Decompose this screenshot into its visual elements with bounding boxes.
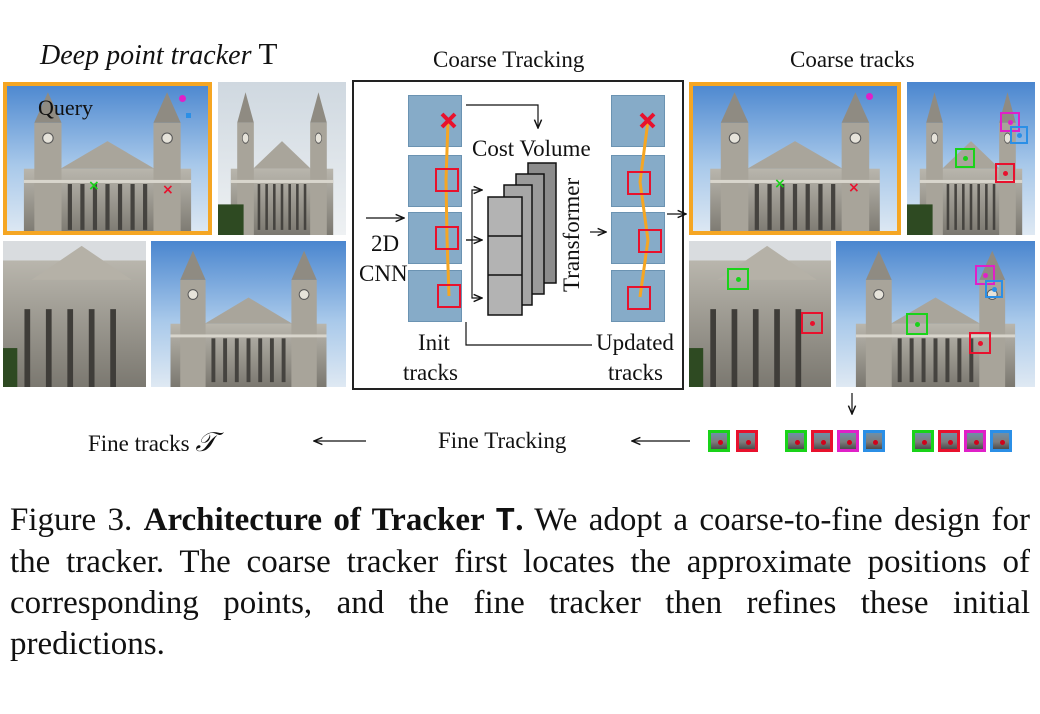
figure-title-text: Deep point tracker <box>40 40 259 71</box>
caption-prefix: Figure 3. <box>10 502 144 538</box>
query-point-magenta <box>179 95 186 102</box>
init-track-patch-1 <box>408 95 462 147</box>
init-tracks-line1: Init <box>418 330 450 355</box>
coarse-box-red-4 <box>969 332 991 354</box>
query-point-red: × <box>162 182 174 198</box>
updated-box-4 <box>627 286 651 310</box>
init-box-3 <box>435 226 459 250</box>
skip-connection <box>465 322 592 346</box>
caption-bold: Architecture of Tracker <box>143 502 496 538</box>
coarse-box-red-3 <box>801 312 823 334</box>
caption-bold-mono: T <box>495 503 516 540</box>
fine-tracks-symbol: 𝒯 <box>195 427 216 457</box>
input-image-4 <box>151 241 346 387</box>
coarse-query-point-magenta <box>866 93 873 100</box>
fine-crop-magenta-2 <box>837 430 859 452</box>
coarse-tracks-heading: Coarse tracks <box>790 47 915 72</box>
transformer-label: Transformer <box>559 177 584 292</box>
query-point-blue <box>186 113 191 118</box>
branch-arrow-1 <box>466 190 482 241</box>
caption-text: We adopt a coarse-to-fine design for the… <box>10 502 1030 662</box>
cost-volume-stack <box>487 162 557 316</box>
fine-tracks-label: Fine tracks 𝒯 <box>88 429 216 456</box>
fine-crop-red-3 <box>938 430 960 452</box>
init-track-line <box>444 120 451 297</box>
updated-track-patch-4 <box>611 270 665 322</box>
updated-tracks-line2: tracks <box>608 360 663 385</box>
init-box-4 <box>437 284 461 308</box>
fine-crop-red-1 <box>736 430 758 452</box>
fine-crop-magenta-3 <box>964 430 986 452</box>
query-point-green: × <box>88 178 100 194</box>
coarse-box-red-2 <box>995 163 1015 183</box>
fine-crop-green-2 <box>785 430 807 452</box>
coarse-box-blue-4 <box>985 280 1003 298</box>
fine-tracks-text: Fine tracks <box>88 431 196 456</box>
updated-track-patch-1 <box>611 95 665 147</box>
query-x-right <box>639 112 656 129</box>
query-label: Query <box>38 95 93 120</box>
fine-crop-red-2 <box>811 430 833 452</box>
input-image-2 <box>218 82 346 235</box>
fine-crop-blue-2 <box>863 430 885 452</box>
fine-crop-green-3 <box>912 430 934 452</box>
init-box-2 <box>435 168 459 192</box>
coarse-query-image <box>689 82 901 235</box>
figure-title: Deep point tracker T <box>40 38 277 70</box>
fine-tracking-label: Fine Tracking <box>438 428 567 453</box>
query-x-left <box>440 112 457 129</box>
coarse-box-green-3 <box>727 268 749 290</box>
input-image-3 <box>3 241 146 387</box>
updated-track-patch-2 <box>611 155 665 207</box>
init-tracks-line2: tracks <box>403 360 458 385</box>
init-track-patch-4 <box>408 270 462 322</box>
coarse-box-blue-2 <box>1010 126 1028 144</box>
fine-crop-blue-3 <box>990 430 1012 452</box>
query-image <box>3 82 212 235</box>
updated-tracks-line1: Updated <box>596 330 674 355</box>
coarse-box-green-4 <box>906 313 928 335</box>
cost-volume-label: Cost Volume <box>472 136 591 161</box>
coarse-tracking-heading: Coarse Tracking <box>433 47 585 72</box>
updated-track-line <box>638 120 650 298</box>
fine-crop-green-1 <box>708 430 730 452</box>
caption-bold-end: . <box>515 502 524 538</box>
cnn-label-line2: CNN <box>359 261 408 286</box>
coarse-image-2 <box>907 82 1035 235</box>
coarse-image-3 <box>689 241 831 387</box>
updated-box-3 <box>638 229 662 253</box>
cnn-label-line1: 2D <box>371 231 400 256</box>
coarse-box-green-2 <box>955 148 975 168</box>
coarse-query-point-red: × <box>848 180 860 196</box>
coarse-query-point-green: × <box>774 176 786 192</box>
figure-caption: Figure 3. Architecture of Tracker T. We … <box>10 500 1030 665</box>
updated-box-2 <box>627 171 651 195</box>
coarse-image-4 <box>836 241 1035 387</box>
arrow-to-cost-volume <box>466 104 538 128</box>
coarse-tracking-panel <box>352 80 684 390</box>
tracker-symbol: T <box>258 36 278 71</box>
